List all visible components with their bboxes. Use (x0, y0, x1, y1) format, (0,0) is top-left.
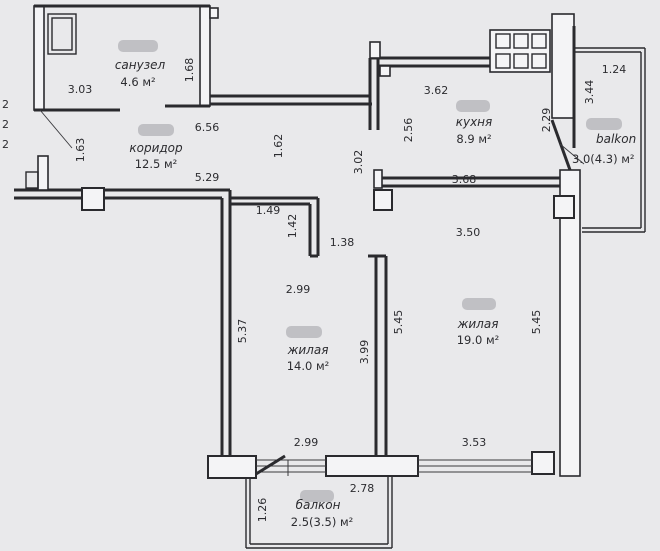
dim-label: 1.63 (74, 138, 87, 163)
balcony-bottom-area: 2.5(3.5) м² (291, 515, 354, 529)
redaction-marks (118, 40, 622, 502)
bottom-wall (207, 454, 532, 549)
kitchen-name: кухня (456, 115, 493, 129)
dim-label: 5.45 (392, 310, 405, 335)
living-left-area: 14.0 м² (287, 359, 330, 373)
middle-partition (368, 254, 388, 460)
dim-label: 3.44 (583, 80, 596, 105)
dim-label: 2.99 (294, 436, 319, 449)
edge-mark: 2 (2, 98, 9, 111)
balcony-top-area: 3.0(4.3) м² (572, 152, 635, 166)
bathroom-name: санузел (115, 58, 166, 72)
kitchen-area: 8.9 м² (456, 132, 491, 146)
dim-label: 5.37 (236, 319, 249, 344)
dim-label: 5.45 (530, 310, 543, 335)
corridor-kitchen-walls (210, 41, 490, 130)
edge-mark: 2 (2, 118, 9, 131)
corridor-area: 12.5 м² (135, 157, 178, 171)
kitchen-window (489, 13, 576, 148)
living-right-name: жилая (457, 317, 499, 331)
dim-label: 1.49 (256, 204, 281, 217)
dim-label: 3.68 (452, 173, 477, 186)
corridor-name: коридор (129, 141, 183, 155)
dim-label: 3.03 (68, 83, 93, 96)
dim-label: 3.62 (424, 84, 449, 97)
dim-label: 6.56 (195, 121, 220, 134)
dim-label: 5.29 (195, 171, 220, 184)
dim-label: 2.99 (286, 283, 311, 296)
balcony-bottom-name: балкон (296, 498, 341, 512)
dim-label: 1.62 (272, 134, 285, 159)
dim-label: 3.53 (462, 436, 487, 449)
living-right-area: 19.0 м² (457, 333, 500, 347)
dim-label: 1.26 (256, 498, 269, 523)
kitchen-living-partition (373, 169, 560, 211)
dim-label: 1.24 (602, 63, 627, 76)
left-room-walls (14, 155, 320, 458)
dim-label: 2.78 (350, 482, 375, 495)
dim-label: 3.02 (352, 150, 365, 175)
dim-label: 3.99 (358, 340, 371, 365)
dim-label: 1.38 (330, 236, 355, 249)
dim-label: 1.42 (286, 214, 299, 239)
dim-label: 3.50 (456, 226, 481, 239)
living-left-name: жилая (287, 343, 329, 357)
dim-label: 1.68 (183, 58, 196, 83)
edge-mark: 2 (2, 138, 9, 151)
dimension-lines (39, 109, 585, 165)
balcony-top-name: balkon (596, 132, 636, 146)
balcony-top-outline (550, 47, 646, 233)
dim-label: 2.56 (402, 118, 415, 143)
bathroom-area: 4.6 м² (120, 75, 155, 89)
dim-label: 2.29 (540, 108, 553, 133)
right-exterior-wall (531, 169, 581, 477)
bathroom-walls (33, 4, 219, 112)
